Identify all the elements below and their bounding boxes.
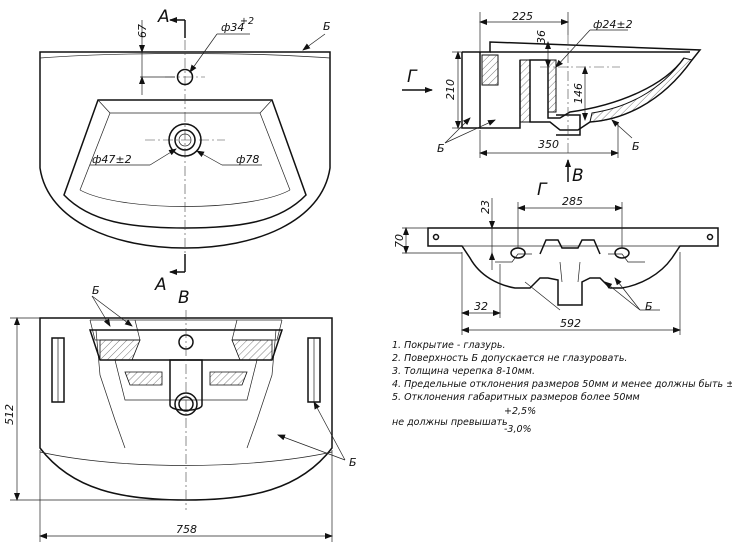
dim-32: 32: [474, 300, 488, 313]
note-5: 5. Отклонения габаритных размеров более …: [392, 392, 640, 403]
view-G: Г 285 23 70 32 592: [393, 180, 719, 335]
section-view: 225 36 ф24±2 210 146 350 Б Б Г В: [402, 10, 702, 186]
tolerance-minus: -3,0%: [504, 424, 532, 435]
dim-hole-small: ф34: [221, 21, 244, 34]
view-V: В Б Б 51: [3, 284, 357, 542]
view-V-label-B-right: Б: [349, 456, 357, 469]
section-label-B-right: Б: [632, 140, 640, 153]
dim-512: 512: [3, 404, 16, 425]
notes: 1. Покрытие - глазурь. 2. Поверхность Б …: [392, 340, 732, 435]
view-G-title: Г: [537, 180, 548, 200]
view-arrow-G: Г: [407, 67, 418, 87]
dim-350: 350: [538, 138, 559, 151]
dim-hole-small-tol: +2: [240, 16, 254, 27]
dim-67: 67: [136, 24, 149, 38]
view-V-title: В: [178, 288, 190, 308]
dim-210: 210: [444, 79, 457, 100]
section-mark-top: А: [157, 7, 170, 27]
tolerance-plus: +2,5%: [504, 406, 536, 417]
drain-inner: [174, 129, 196, 151]
dim-225: 225: [512, 10, 533, 23]
section-mark-bottom: А: [154, 275, 167, 295]
view-arrow-V: В: [572, 166, 584, 186]
dim-758: 758: [176, 523, 197, 536]
dim-70: 70: [393, 234, 406, 248]
dim-36: 36: [535, 30, 548, 44]
top-label-B: Б: [323, 20, 331, 33]
note-6: не должны превышать: [392, 417, 508, 428]
top-view: А А 67 ф34 +2 Б ф47±2 ф78: [39, 7, 331, 295]
dim-23: 23: [479, 200, 492, 214]
view-V-label-B-top: Б: [92, 284, 100, 297]
note-3: 3. Толщина черепка 8-10мм.: [392, 366, 535, 377]
dim-285: 285: [562, 195, 583, 208]
dim-drain-inner: ф47±2: [92, 153, 132, 166]
drain-outer: [168, 123, 202, 157]
dim-drain-outer: ф78: [236, 153, 259, 166]
dim-592: 592: [560, 317, 581, 330]
view-G-label-B: Б: [645, 300, 653, 313]
section-label-B-left: Б: [437, 142, 445, 155]
note-2: 2. Поверхность Б допускается не глазуров…: [392, 353, 627, 364]
tap-hole: [176, 68, 194, 86]
note-1: 1. Покрытие - глазурь.: [392, 340, 506, 351]
dim-146: 146: [572, 83, 585, 104]
dim-hole-24: ф24±2: [593, 18, 633, 31]
note-4: 4. Предельные отклонения размеров 50мм и…: [392, 379, 732, 390]
